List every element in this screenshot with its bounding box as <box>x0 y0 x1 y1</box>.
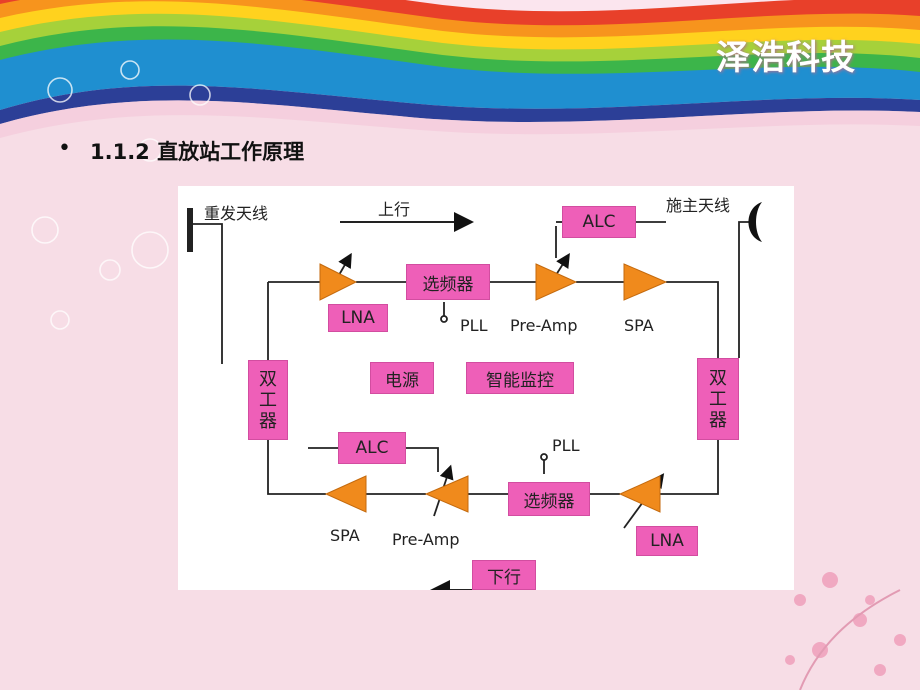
downlink-preamp-amplifier-icon <box>424 475 469 513</box>
uplink-label: 上行 <box>378 200 411 219</box>
donor-antenna-dish-icon <box>748 202 762 242</box>
downlink-preamp-label: Pre-Amp <box>392 530 460 549</box>
downlink-alc-box: ALC <box>338 432 406 464</box>
uplink-pll-label: PLL <box>460 316 488 335</box>
repeater-antenna-label: 重发天线 <box>204 204 269 223</box>
brand-logo-text: 泽浩科技 <box>716 38 856 78</box>
downlink-spa-amplifier-icon <box>324 475 367 513</box>
bullet-dot: • <box>58 136 71 161</box>
right-duplexer-box: 双 工 器 <box>697 358 739 440</box>
repeater-block-diagram: 重发天线 施主天线 上行 LNA 选频器 PLL Pre-Amp SPA ALC… <box>178 186 794 590</box>
left-antenna-feed <box>192 223 223 364</box>
uplink-preamp-amplifier-icon <box>535 263 578 301</box>
uplink-spa-amplifier-icon <box>623 263 668 301</box>
downlink-spa-label: SPA <box>330 526 360 545</box>
donor-antenna-label: 施主天线 <box>666 196 731 215</box>
uplink-preamp-label: Pre-Amp <box>510 316 578 335</box>
uplink-spa-label: SPA <box>624 316 654 335</box>
downlink-pll-label: PLL <box>552 436 580 455</box>
section-title: 1.1.2 直放站工作原理 <box>90 140 305 164</box>
uplink-alc-box: ALC <box>562 206 636 238</box>
downlink-label-box: 下行 <box>472 560 536 590</box>
uplink-filter-box: 选频器 <box>406 264 490 300</box>
power-supply-box: 电源 <box>370 362 434 394</box>
smart-monitor-box: 智能监控 <box>466 362 574 394</box>
uplink-lna-box: LNA <box>328 304 388 332</box>
downlink-lna-amplifier-icon <box>618 475 661 513</box>
left-duplexer-box: 双 工 器 <box>248 360 288 440</box>
diagram-wiring <box>187 202 762 590</box>
uplink-lna-amplifier-icon <box>319 263 358 301</box>
downlink-lna-box: LNA <box>636 526 698 556</box>
downlink-filter-box: 选频器 <box>508 482 590 516</box>
